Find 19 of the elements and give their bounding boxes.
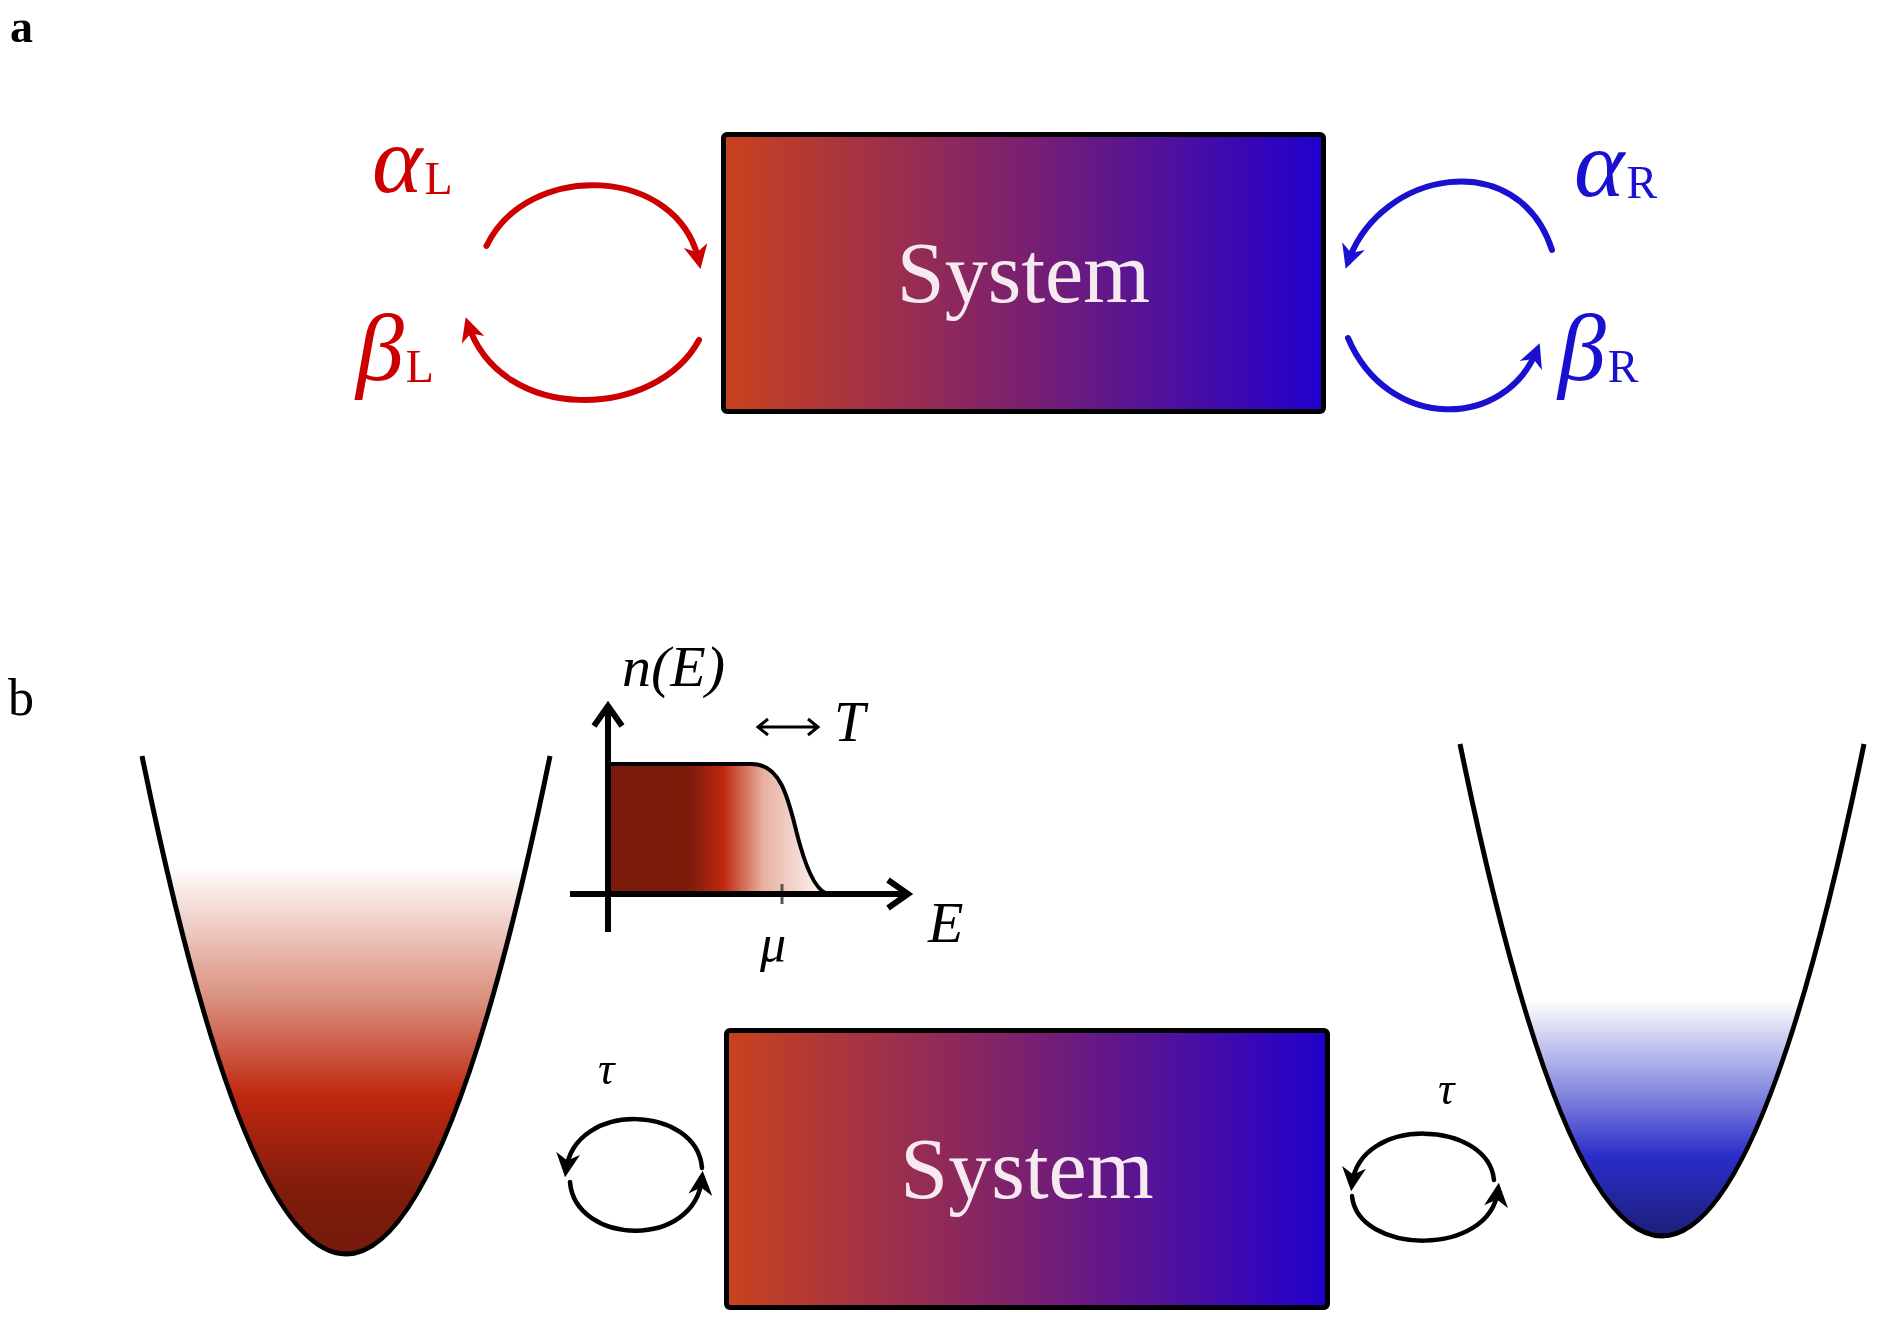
potential-well-drawing <box>1457 741 1867 1239</box>
curved-arrow <box>1349 1183 1505 1243</box>
tick-label: μ <box>760 918 787 970</box>
panel-label: b <box>8 672 34 724</box>
box-label: System <box>896 224 1151 323</box>
system-box <box>721 132 1326 414</box>
potential-well-drawing <box>139 753 553 1257</box>
panel-label: a <box>10 4 33 50</box>
system-box <box>724 1028 1330 1310</box>
axis-label: E <box>928 894 964 952</box>
curved-arrow <box>483 182 705 269</box>
curved-arrow <box>559 1116 705 1177</box>
curved-arrow <box>1344 178 1555 269</box>
box-label: System <box>900 1120 1154 1219</box>
curved-arrow <box>464 317 702 403</box>
curved-arrow <box>1344 1131 1497 1191</box>
curved-arrow <box>1345 335 1541 413</box>
axis-label: n(E) <box>622 638 726 696</box>
curved-arrow <box>567 1171 710 1233</box>
